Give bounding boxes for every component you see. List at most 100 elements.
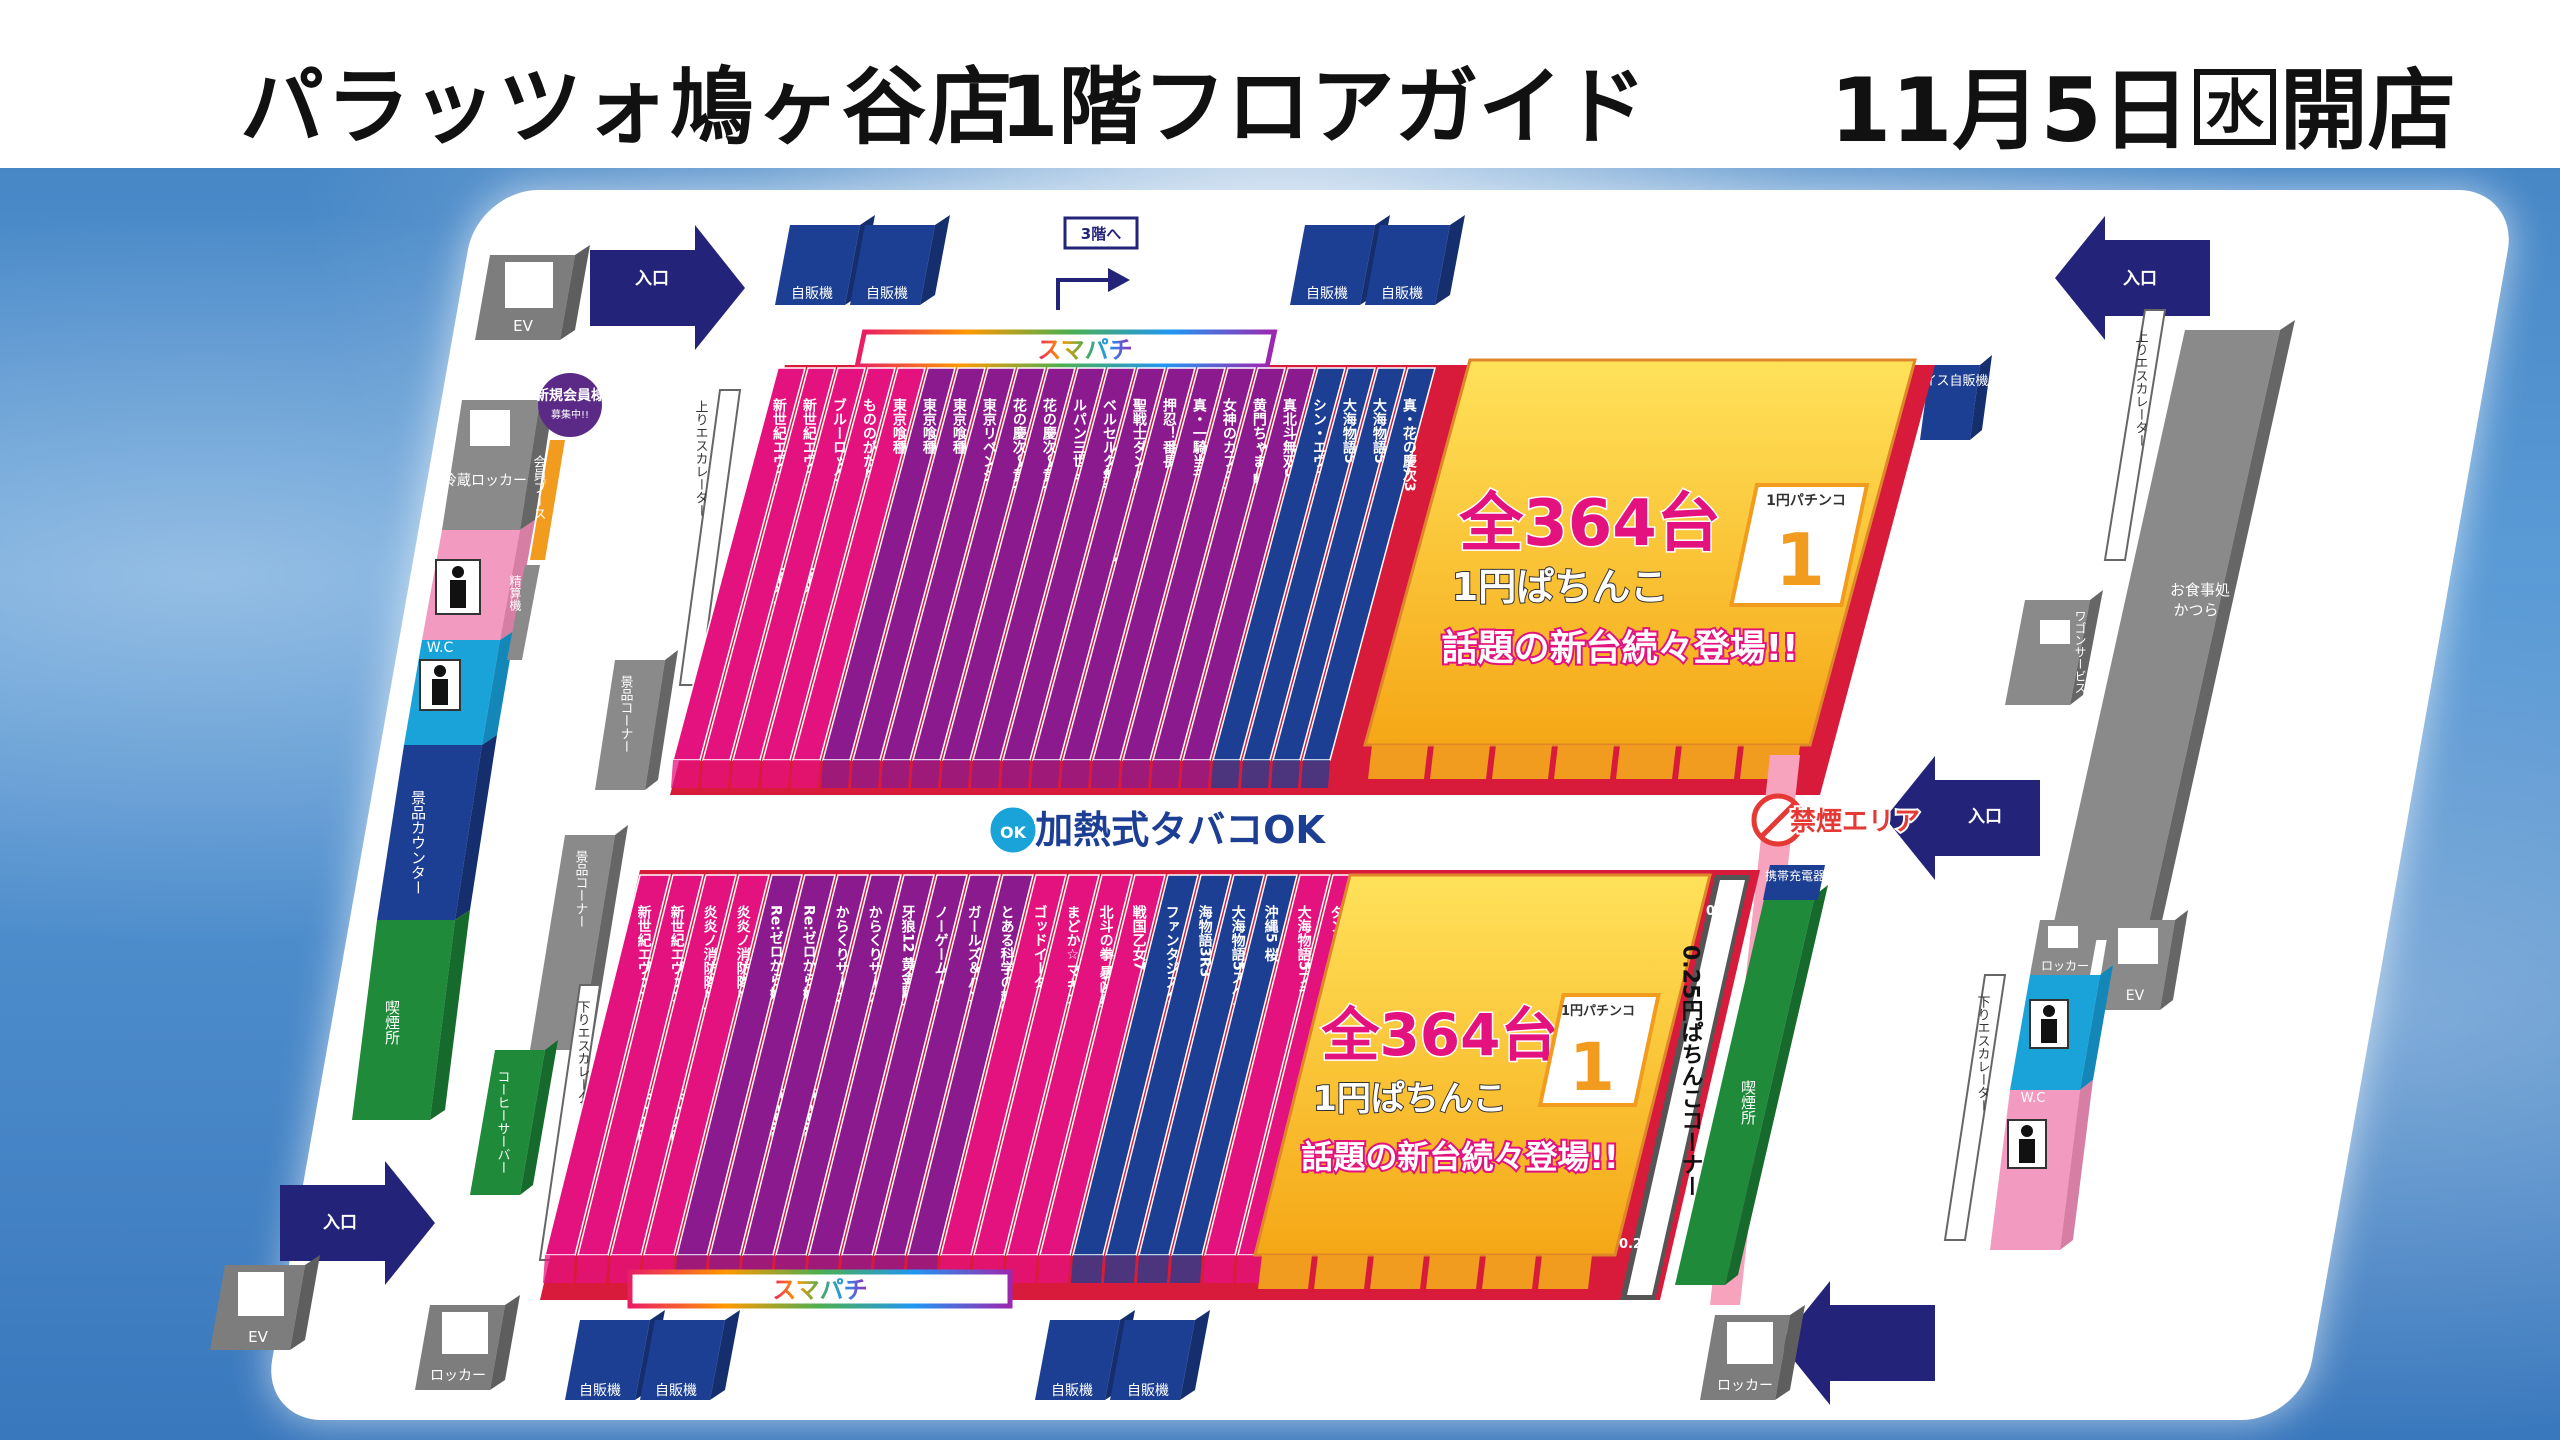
locker-bottom-right[interactable]: ロッカー (1700, 1305, 1805, 1400)
entrance-bottom-right[interactable]: 入口 (1780, 1281, 1975, 1405)
vending-bottom-2[interactable]: 自販機 自販機 (1035, 1310, 1210, 1400)
promo-badge-num: 1 (1775, 518, 1825, 602)
elevator-right[interactable]: EV (2095, 910, 2188, 1010)
corner-025-label: 0.25円ぱちんこコーナー (1678, 945, 1703, 1197)
entrance-top-right[interactable]: 入口 (2055, 216, 2210, 340)
ev-label: EV (513, 317, 533, 335)
heated-tobacco-sign: OK 加熱式タバコOK (987, 804, 1329, 856)
locker-label: ロッカー (1717, 1378, 1773, 1394)
locker-label: ロッカー (430, 1368, 486, 1384)
entrance-label: 入口 (1941, 1333, 1975, 1353)
prize-counter[interactable]: 景品カウンター (377, 735, 497, 920)
ev-label: EV (2126, 988, 2145, 1004)
member-booth[interactable]: 会員ブース (530, 440, 565, 560)
entrance-label: 入口 (323, 1213, 357, 1233)
locker-right[interactable]: ロッカー (2030, 920, 2100, 975)
up-escalator-right[interactable]: 上りエスカレーター (2103, 309, 2167, 561)
settlement-label: 精算機 (508, 575, 522, 611)
smoking-room-left[interactable]: 喫煙所 (352, 910, 470, 1120)
smoking-room-label: 喫煙所 (383, 1000, 401, 1045)
vending-label: 自販機 (791, 286, 833, 302)
machine-bank (1426, 1255, 1480, 1289)
vending-top-1[interactable]: 自販機 自販機 (775, 215, 950, 305)
machine-row[interactable]: 東京リベンジャーズ (881, 367, 1016, 788)
machine-row[interactable]: 大海物語5ブラック (1203, 874, 1331, 1283)
machine-bank (1554, 745, 1614, 779)
machine-bank (1492, 745, 1552, 779)
machine-row[interactable]: 女神のカフェテラス (1121, 367, 1256, 788)
machine-row[interactable]: 戦国乙女7 (1038, 874, 1166, 1283)
coffee-server[interactable]: コーヒーサーバー (470, 1040, 558, 1195)
machine-bank (1616, 745, 1676, 779)
vending-label: 自販機 (1127, 1383, 1169, 1399)
machine-row[interactable]: 大海物語5 (1271, 367, 1406, 788)
dining-name: かつら (2173, 601, 2218, 619)
machine-row[interactable]: 真北斗無双5 (1181, 367, 1316, 788)
entrance-bottom-left[interactable]: 入口 (280, 1161, 435, 1285)
ev-label: EV (248, 1328, 268, 1346)
escalator-label: 下りエスカレーター (1975, 995, 1991, 1112)
entrance-right[interactable]: 入口 (1885, 756, 2040, 880)
machine-row[interactable]: 東京喰種 (821, 367, 956, 788)
promo-total: 全364台 (1320, 1001, 1558, 1069)
elevator-bottom-left[interactable]: EV (210, 1255, 320, 1350)
machine-row[interactable]: 沖縄5 桜 (1170, 874, 1298, 1283)
machine-row[interactable]: 押忍！番長 (1061, 367, 1196, 788)
wc-right-men[interactable] (2010, 965, 2113, 1090)
phone-charger[interactable]: 携帯充電器 (1763, 865, 1825, 900)
entrance-top-left[interactable]: 入口 (590, 225, 745, 350)
promo-block-lower[interactable]: 全364台 1円ぱちんこ 話題の新台続々登場!! 1円パチンコ 1 (1253, 873, 1712, 1289)
wc-label: W.C (2021, 1091, 2046, 1106)
elevator-top-left[interactable]: EV (475, 245, 590, 340)
machine-title: 沖縄5 桜 (1263, 904, 1279, 963)
vending-top-2[interactable]: 自販機 自販機 (1290, 215, 1465, 305)
wc-right-women[interactable]: W.C (1990, 1080, 2093, 1250)
machine-bank (1314, 1255, 1368, 1289)
ice-vending[interactable]: アイス自販機 (1912, 355, 1992, 440)
machine-row[interactable]: 東京喰種 (791, 367, 926, 788)
machine-title: 押忍！番長 (1161, 397, 1178, 469)
wc-left-men[interactable] (422, 520, 535, 640)
machine-bank (1430, 745, 1490, 779)
promo-total: 全364台 (1458, 487, 1721, 561)
opening-date: 11月5日水開店 (1830, 40, 2456, 167)
wagon-service[interactable]: ワゴンサービス (2005, 590, 2103, 705)
machine-title: 東京喰種 (921, 397, 937, 455)
corner-025-badge: 0.25 (1619, 1237, 1651, 1252)
settlement-machine[interactable]: 精算機 (507, 565, 540, 660)
machine-row[interactable]: 炎炎ノ消防隊2 紅丸 (609, 874, 737, 1283)
machine-row[interactable]: 大海物語5 (1241, 367, 1376, 788)
to-3f-sign[interactable]: 3階へ (1056, 216, 1139, 310)
locker-bottom-left[interactable]: ロッカー (415, 1295, 520, 1390)
down-escalator-right[interactable]: 下りエスカレーター (1943, 974, 2007, 1241)
machine-row[interactable]: ブルーロック (731, 367, 866, 788)
entrance-label: 入口 (2123, 269, 2157, 289)
smoking-room-right[interactable]: 喫煙所 (1675, 885, 1828, 1285)
lower-island: 新世紀エヴァンゲリオン～未来への咆哮～新世紀エヴァンゲリオン～未来への咆哮～炎炎… (540, 865, 1828, 1309)
vending-label: 自販機 (655, 1383, 697, 1399)
cold-locker-label: 冷蔵ロッカー (443, 473, 527, 489)
new-member-text: 新規会員様 (535, 387, 606, 404)
member-booth-label: 会員ブース (531, 455, 547, 520)
machine-row[interactable]: 海物語3R3 (1104, 874, 1232, 1283)
upper-machine-rows: 新世紀エヴァンゲリオン～未来への咆哮～新世紀エヴァンゲリオン～未来への咆哮～ブル… (671, 367, 1436, 788)
prize-corner-upper[interactable]: 景品コーナー (595, 650, 678, 790)
vending-bottom-1[interactable]: 自販機 自販機 (565, 1310, 740, 1400)
corner-025[interactable]: 0.25円ぱちんこコーナー 0.25 0.25 (1619, 875, 1750, 1300)
upper-island: スマパチ 新世紀エヴァンゲリオン～未来への咆哮～新世紀エヴァンゲリオン～未来への… (670, 329, 1935, 795)
dining-katsura[interactable]: お食事処 かつら (2050, 320, 2295, 940)
machine-bank (1370, 1255, 1424, 1289)
wc-left-women[interactable]: W.C (404, 630, 515, 745)
corner-025-badge: 0.25 (1706, 904, 1738, 919)
page-subtitle: 1階フロアガイド (1000, 58, 1647, 156)
promo-badge-text: 1円パチンコ (1766, 493, 1846, 509)
machine-row[interactable]: ゴッドイーター (939, 874, 1067, 1283)
machine-row[interactable]: 東京喰種 (851, 367, 986, 788)
page-title: パラッツォ鳩ヶ谷店 (240, 58, 1015, 156)
prize-counter-label: 景品カウンター (409, 790, 427, 895)
prize-corner-label: 景品コーナー (618, 675, 634, 753)
machine-title: 真北斗無双5 (1281, 397, 1297, 477)
machine-row[interactable]: 真・花の慶次3 (1301, 367, 1436, 788)
promo-block-upper[interactable]: 全364台 1円ぱちんこ 話題の新台続々登場!! 1円パチンコ 1 (1363, 358, 1917, 779)
